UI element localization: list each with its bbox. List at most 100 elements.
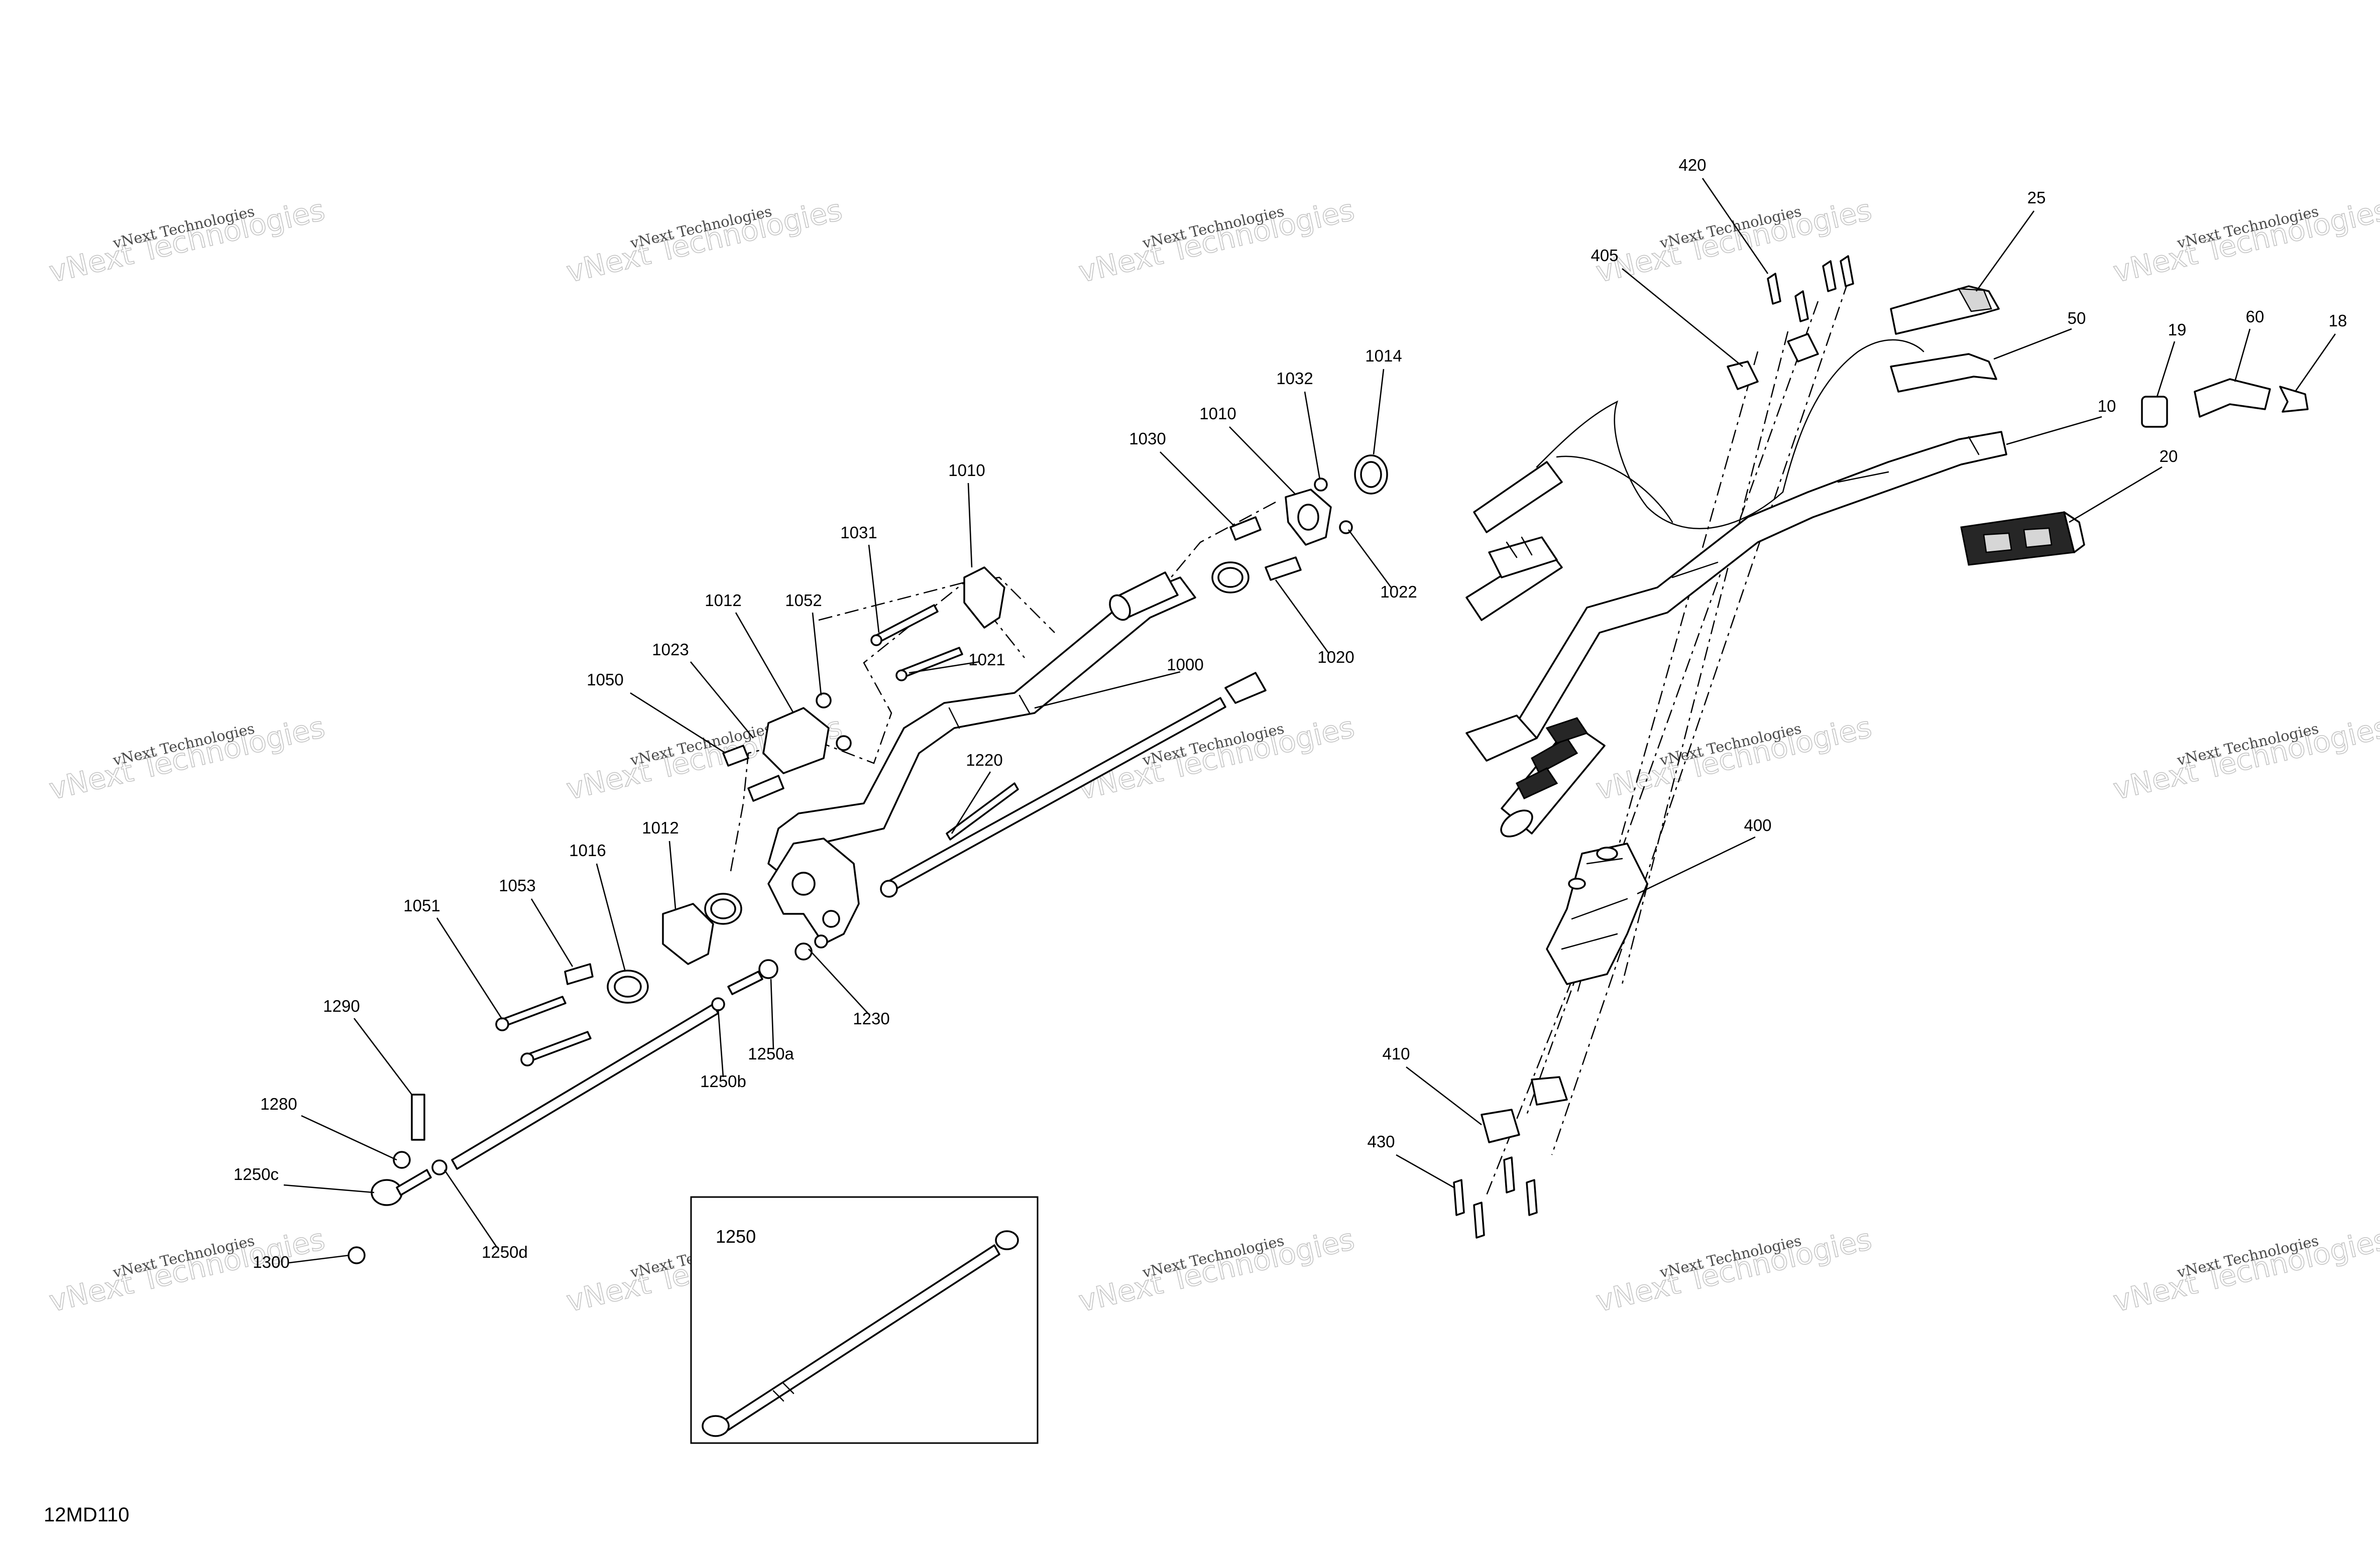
watermark-large-text: vNext Technologies	[563, 193, 845, 289]
clamp-410-b	[1531, 1076, 1568, 1106]
leader-line	[1406, 1066, 1482, 1126]
clamp-1010-upper	[963, 566, 1005, 629]
clamp-410-a	[1481, 1109, 1520, 1143]
leader-line	[1034, 671, 1181, 709]
callout-label: 430	[1367, 1132, 1395, 1151]
leader-line	[1275, 579, 1329, 653]
callout-label: 18	[2329, 311, 2347, 330]
leader-line	[812, 612, 822, 696]
leader-lines	[283, 178, 2336, 1264]
callout-label: 1010	[948, 461, 985, 480]
leader-line	[967, 483, 973, 568]
bolt-1053	[526, 1031, 592, 1062]
watermark-large-text: vNext Technologies	[2110, 710, 2380, 806]
callout-label: 1021	[968, 650, 1005, 669]
clamp-1012-lower	[662, 903, 714, 965]
leader-line	[1304, 391, 1321, 480]
watermark-large-text: vNext Technologies	[2110, 193, 2380, 289]
inset-label: 1250	[716, 1226, 756, 1247]
watermark-large-text: vNext Technologies	[1593, 710, 1875, 806]
callout-label: 1053	[499, 876, 535, 895]
callout-label: 1031	[840, 523, 877, 542]
bolt-1290	[411, 1094, 425, 1141]
clamp-405-b	[1787, 333, 1819, 363]
drawing-code: 12MD110	[44, 1504, 129, 1526]
callout-label: 1014	[1365, 346, 1402, 365]
callout-label: 1300	[253, 1253, 289, 1271]
bolts-420	[1767, 255, 1854, 322]
leader-line	[596, 863, 626, 972]
callout-label: 1220	[966, 751, 1002, 769]
clamp-405-a	[1727, 361, 1759, 390]
watermark-large-text: vNext Technologies	[1076, 193, 1357, 289]
callout-label: 420	[1678, 156, 1706, 174]
clamp-1012-upper	[762, 707, 830, 774]
bolts-430	[1453, 1156, 1538, 1239]
callout-label: 1012	[705, 591, 741, 610]
leader-line	[1702, 178, 1769, 274]
steering-column	[767, 576, 1196, 885]
part-19	[2141, 396, 2168, 428]
callout-label: 1032	[1276, 369, 1313, 388]
leader-line	[2006, 416, 2102, 445]
leader-line	[283, 1184, 375, 1194]
callout-label: 1016	[569, 841, 606, 860]
leader-line	[301, 1115, 397, 1161]
leader-line	[2156, 341, 2176, 397]
riser-clamp	[1546, 843, 1648, 985]
watermark-large-text: vNext Technologies	[46, 710, 328, 806]
leader-line	[530, 898, 574, 967]
watermark-large-text: vNext Technologies	[2110, 1222, 2380, 1319]
watermark-large-text: vNext Technologies	[1076, 1222, 1357, 1319]
leader-line	[288, 1254, 350, 1264]
callout-label: 1051	[403, 896, 440, 915]
callout-label: 1290	[323, 997, 360, 1015]
callout-label: 60	[2246, 307, 2264, 326]
leader-line	[1373, 369, 1385, 455]
callout-label: 50	[2068, 309, 2086, 327]
callout-label: 1020	[1317, 648, 1354, 666]
watermark-large-text: vNext Technologies	[46, 193, 328, 289]
leader-line	[2294, 333, 2336, 392]
callout-label: 1052	[785, 591, 822, 610]
callout-label: 1280	[260, 1095, 297, 1113]
leader-line	[1993, 328, 2072, 360]
bolt-1051	[501, 996, 566, 1027]
leader-line	[951, 771, 991, 834]
callout-label: 1250b	[700, 1072, 746, 1091]
part-18	[2279, 386, 2309, 413]
steering-column-assembly	[348, 454, 1388, 1264]
leader-line	[436, 917, 503, 1020]
callout-label: 1010	[1199, 404, 1236, 423]
callout-label: 10	[2098, 397, 2116, 415]
leader-line	[353, 1018, 413, 1095]
leader-line	[2234, 328, 2251, 382]
callout-label: 1250c	[234, 1165, 279, 1183]
callout-label: 1230	[853, 1009, 889, 1028]
callout-label: 1250d	[482, 1243, 528, 1261]
watermark-large-text: vNext Technologies	[1593, 1222, 1875, 1319]
callout-label: 19	[2168, 320, 2187, 339]
leader-line	[868, 544, 880, 633]
leader-line	[2069, 466, 2163, 523]
leader-line	[1229, 426, 1296, 495]
leader-line	[443, 1169, 498, 1248]
callout-label: 1030	[1129, 429, 1166, 448]
callout-label: 20	[2160, 447, 2178, 465]
callout-label: 25	[2027, 188, 2046, 207]
grip-50	[1890, 353, 1997, 393]
leader-line	[1160, 451, 1233, 525]
leader-line	[1622, 268, 1743, 368]
callout-label: 1023	[652, 640, 689, 659]
leader-line	[717, 1009, 724, 1078]
handlebar-assembly	[1453, 255, 2309, 1239]
